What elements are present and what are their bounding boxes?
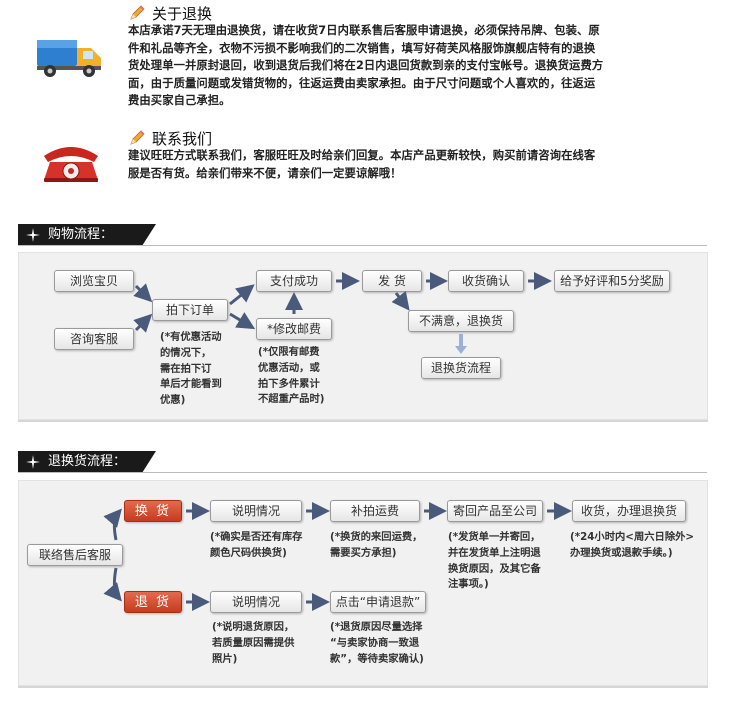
contact-line: 服是否有货。给亲们带来不便，请亲们一定要谅解哦！ bbox=[128, 166, 402, 180]
postage-step: 补拍运费 bbox=[330, 500, 420, 522]
truck-icon bbox=[37, 40, 101, 77]
divider bbox=[18, 245, 707, 246]
contact-text: 建议旺旺方式联系我们，客服旺旺及时给亲们回复。本店产品更新较快，购买前请咨询在线… bbox=[128, 147, 718, 182]
modify-note: (*仅限有邮费 优惠活动，或 拍下多件累计 不超重产品时) bbox=[258, 346, 325, 406]
order-note: (*有优惠活动 的情况下， 需在拍下订 单后才能看到 优惠) bbox=[160, 331, 222, 407]
divider bbox=[18, 472, 707, 473]
contact-service-step: 联络售后客服 bbox=[27, 544, 123, 566]
contact-line: 建议旺旺方式联系我们，客服旺旺及时给亲们回复。本店产品更新较快，购买前请咨询在线… bbox=[128, 149, 596, 162]
return-flow-heading: 退换货流程： bbox=[18, 451, 142, 473]
sparkle-icon bbox=[26, 228, 40, 242]
consult-step: 咨询客服 bbox=[54, 328, 134, 350]
pay-step: 支付成功 bbox=[256, 270, 332, 292]
order-step: 拍下订单 bbox=[152, 299, 228, 321]
about-line: 件和礼品等齐全，衣物不污损不影响我们的二次销售，填写好荷芙风格服饰旗舰店特有的退… bbox=[128, 41, 596, 55]
sparkle-icon bbox=[26, 455, 40, 469]
about-line: 费由买家自己承担。 bbox=[128, 94, 231, 108]
explain1-note: (*确实是否还有库存 颜色尺码供换货) bbox=[210, 531, 303, 559]
apply-note: (*退货原因尽量选择 “与卖家协商一致退 款”，等待卖家确认) bbox=[330, 621, 424, 665]
about-line: 面，由于质量问题或发错货物的，往返运费由卖家承担。由于尺寸问题或个人喜欢的，往返… bbox=[128, 76, 596, 90]
send-back-note: (*发货单一并寄回， 并在发货单上注明退 换货原因，及其它备 注事项。) bbox=[448, 531, 541, 591]
band-tail bbox=[142, 451, 156, 473]
shopping-flow-heading: 购物流程： bbox=[18, 224, 142, 246]
rate-step: 给予好评和5分奖励 bbox=[554, 270, 670, 292]
contact-title: 联系我们 bbox=[152, 130, 213, 148]
pencil-icon bbox=[130, 130, 145, 145]
panel-shadow bbox=[18, 420, 708, 422]
browse-step: 浏览宝贝 bbox=[54, 270, 134, 292]
apply-refund-step: 点击“申请退款” bbox=[330, 591, 426, 613]
return-flow-step: 退换货流程 bbox=[421, 357, 501, 379]
about-text: 本店承诺7天无理由退换货，请在收货7日内联系售后客服申请退换，必须保持吊牌、包装… bbox=[128, 22, 718, 110]
telephone-icon bbox=[44, 147, 98, 182]
panel-shadow bbox=[18, 686, 708, 688]
send-back-step: 寄回产品至公司 bbox=[447, 500, 543, 522]
band-tail bbox=[142, 224, 156, 246]
contact-title-row: 联系我们 bbox=[128, 128, 212, 149]
explain-step-1: 说明情况 bbox=[210, 500, 302, 522]
pencil-icon bbox=[130, 5, 145, 20]
confirm-step: 收货确认 bbox=[448, 270, 524, 292]
unhappy-step: 不满意，退换货 bbox=[408, 310, 514, 332]
about-line: 本店承诺7天无理由退换货，请在收货7日内联系售后客服申请退换，必须保持吊牌、包装… bbox=[128, 24, 600, 37]
explain-step-2: 说明情况 bbox=[210, 591, 302, 613]
about-line: 货处理单一并原封退回，收到退货后我们将在2日内退回货款到亲的支付宝帐号。退换货运… bbox=[128, 59, 604, 73]
receive-note: (*24小时内<周六日除外> 办理换货或退款手续。) bbox=[570, 531, 695, 559]
receive-step: 收货，办理退换货 bbox=[572, 500, 686, 522]
exchange-step: 换 货 bbox=[124, 500, 182, 522]
postage-note: (*换货的来回运费， 需要买方承担) bbox=[330, 531, 423, 559]
about-title: 关于退换 bbox=[152, 5, 213, 23]
about-title-row: 关于退换 bbox=[128, 3, 212, 24]
explain2-note: (*说明退货原因， 若质量原因需提供 照片) bbox=[212, 621, 295, 665]
refund-step: 退 货 bbox=[124, 591, 182, 613]
modify-postage-step: *修改邮费 bbox=[256, 318, 332, 340]
